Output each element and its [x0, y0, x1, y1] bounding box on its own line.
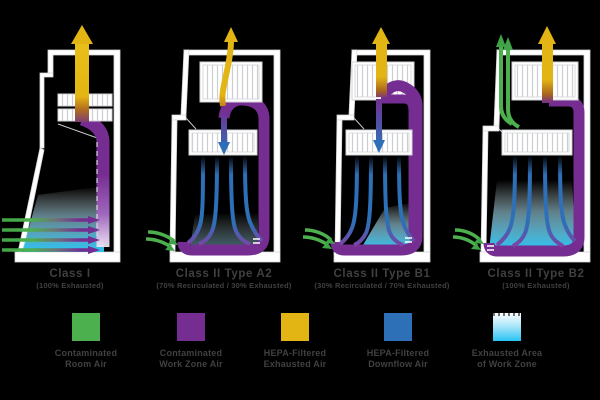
cabinet-title: Class II Type B1 — [333, 268, 431, 280]
legend-label-line2: of Work Zone — [477, 359, 537, 369]
downflow-arrow — [373, 99, 385, 153]
room-air-arrows — [302, 228, 335, 249]
cabinet-class-ii-type-b1 — [302, 27, 431, 263]
exhaust-arrow-icon — [372, 27, 390, 97]
legend-swatch-blue — [384, 313, 412, 341]
cabinet-class-ii-type-b2 — [452, 26, 591, 263]
legend-swatch-gold — [281, 313, 309, 341]
work-zone-glow — [489, 180, 576, 250]
downflow-arrow — [218, 110, 230, 155]
legend-item-hepa-filtered-downflow-air: HEPA-Filtered Downflow Air — [342, 313, 454, 370]
cabinet-subtitle: (70% Recirculated / 30% Exhausted) — [156, 281, 292, 290]
downflow-hepa-filter — [501, 129, 573, 156]
legend-label-line1: HEPA-Filtered — [366, 348, 430, 358]
cabinet-subtitle: (100% Exhausted) — [502, 281, 570, 290]
smoke-split-marks — [253, 238, 260, 244]
legend-label-line2: Exhausted Air — [263, 359, 327, 369]
inner-baffle-line — [57, 123, 101, 140]
smoke-split-marks — [487, 245, 494, 251]
label-class-i: Class I (100% Exhausted) — [0, 268, 160, 290]
legend-label-line2: Room Air — [65, 359, 107, 369]
cabinet-diagrams — [2, 25, 591, 263]
cabinet-outline — [14, 49, 121, 263]
exhaust-arrow-icon — [538, 26, 556, 103]
room-air-arrows — [145, 230, 178, 251]
legend-label-line1: Contaminated — [159, 348, 223, 358]
inner-baffle-line — [185, 117, 197, 130]
cabinet-subtitle: (100% Exhausted) — [36, 281, 104, 290]
legend-item-contaminated-room-air: Contaminated Room Air — [30, 313, 142, 370]
legend-item-contaminated-work-zone-air: Contaminated Work Zone Air — [135, 313, 247, 370]
room-air-intake-arrows-top — [496, 34, 520, 129]
downflow-streamlines — [186, 155, 264, 246]
legend-label-line1: HEPA-Filtered — [263, 348, 327, 358]
cabinet-class-ii-type-a2 — [145, 27, 281, 263]
legend-label-line1: Contaminated — [54, 348, 118, 358]
label-class-ii-type-b2: Class II Type B2 (100% Exhausted) — [446, 268, 600, 290]
room-air-arrows — [452, 228, 484, 250]
cabinet-class-i — [2, 25, 121, 263]
legend-label-line1: Exhausted Area — [471, 348, 543, 358]
legend-item-hepa-filtered-exhausted-air: HEPA-Filtered Exhausted Air — [239, 313, 351, 370]
exhaust-arrow-icon — [71, 25, 93, 122]
exhaust-arrow-icon — [219, 27, 238, 107]
legend-label-line2: Work Zone Air — [159, 359, 223, 369]
legend-swatch-green — [72, 313, 100, 341]
label-class-ii-type-a2: Class II Type A2 (70% Recirculated / 30%… — [134, 268, 314, 290]
downflow-streamlines — [495, 155, 577, 248]
cabinet-title: Class II Type A2 — [175, 268, 273, 280]
smoke-split-marks — [405, 237, 412, 243]
legend-label-line2: Downflow Air — [368, 359, 428, 369]
cabinet-title: Class II Type B2 — [487, 268, 585, 280]
cabinet-outline — [169, 49, 281, 263]
label-class-ii-type-b1: Class II Type B1 (30% Recirculated / 70%… — [292, 268, 472, 290]
cabinet-title: Class I — [49, 268, 91, 280]
legend-swatch-cyan-gradient — [493, 313, 521, 341]
recirculation-loop — [330, 80, 423, 256]
legend-swatch-purple — [177, 313, 205, 341]
inner-baffle-line — [353, 117, 365, 130]
cabinet-subtitle: (30% Recirculated / 70% Exhausted) — [314, 281, 450, 290]
room-air-arrows — [2, 216, 100, 254]
legend-item-exhausted-area-of-work-zone: Exhausted Area of Work Zone — [451, 313, 563, 370]
exhaust-hepa-filter — [199, 61, 263, 103]
